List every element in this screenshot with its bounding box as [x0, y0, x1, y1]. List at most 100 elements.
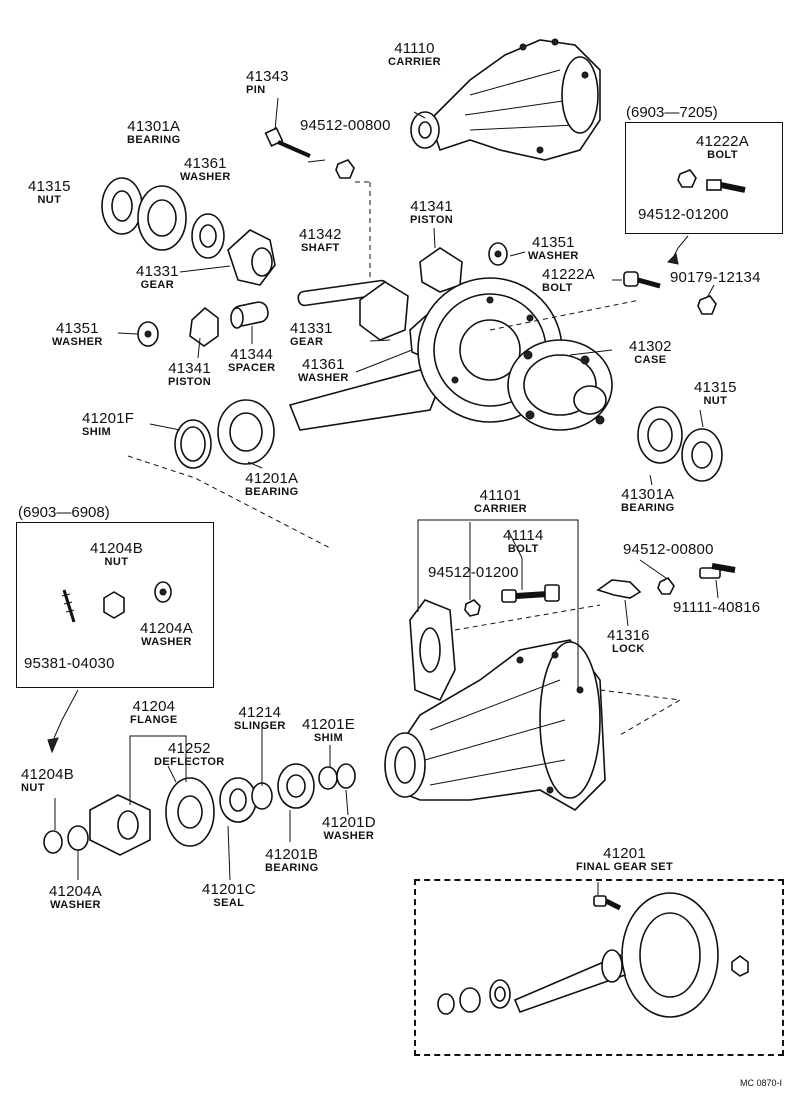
part-name: BOLT: [542, 282, 573, 294]
part-number: 41361: [301, 356, 345, 373]
ring-gear-case-illustration: [288, 277, 613, 431]
part-number: 41201A: [245, 470, 299, 487]
part-number: 41204A: [140, 620, 193, 637]
part-number: 41110: [394, 40, 435, 57]
part-name: BEARING: [245, 486, 299, 498]
part-name: NUT: [21, 782, 45, 794]
part-name: CARRIER: [474, 503, 527, 515]
part-name: NUT: [703, 395, 728, 407]
label-94512-01200b: 94512-01200: [428, 565, 519, 580]
part-number: 41204: [132, 698, 176, 715]
part-name: NUT: [104, 556, 129, 568]
bolt-41222A-illustration: [623, 271, 717, 315]
part-number: 41342: [299, 226, 342, 243]
part-number: 41222A: [542, 266, 595, 283]
part-name: WASHER: [528, 250, 579, 262]
pin-41343-illustration: [264, 127, 311, 158]
part-name: PIN: [246, 84, 266, 96]
part-number: 41201D: [322, 814, 376, 831]
box-right-title: (6903—7205): [626, 104, 718, 121]
part-number: 41204B: [21, 766, 74, 783]
bearing-41301A-right-illustration: [637, 406, 723, 482]
leader-lines: [117, 97, 715, 736]
part-name: WASHER: [298, 372, 349, 384]
part-number: 94512-01200: [638, 206, 729, 223]
part-name: SHIM: [313, 732, 344, 744]
part-name: BEARING: [265, 862, 319, 874]
part-name: FLANGE: [130, 714, 178, 726]
part-number: 41301A: [621, 486, 675, 503]
part-number: 41351: [531, 234, 575, 251]
part-number: 41315: [694, 379, 737, 396]
part-number: 90179-12134: [670, 269, 761, 286]
part-number: 41252: [167, 740, 211, 757]
part-number: 41341: [168, 360, 211, 377]
part-name: SLINGER: [234, 720, 286, 732]
part-number: 41101: [479, 487, 522, 504]
label-95381-04030: 95381-04030: [24, 656, 115, 671]
part-number: 41331: [290, 320, 333, 337]
part-name: PISTON: [410, 214, 454, 226]
part-number: 41201C: [202, 881, 256, 898]
part-name: SPACER: [228, 362, 276, 374]
part-number: 91111-40816: [673, 599, 761, 616]
part-number: 41351: [55, 320, 99, 337]
left-small-parts-illustration: [137, 301, 269, 347]
box-right-parts: [666, 169, 746, 265]
part-number: 41204A: [49, 883, 102, 900]
part-name: NUT: [37, 194, 62, 206]
part-number: 94512-00800: [623, 541, 714, 558]
part-number: 41341: [410, 198, 453, 215]
carrier-41110-illustration: [410, 38, 601, 161]
part-number: 94512-01200: [428, 564, 519, 581]
part-name: BOLT: [507, 543, 539, 555]
part-name: SHAFT: [301, 242, 340, 254]
part-number: 94512-00800: [300, 117, 391, 134]
part-number: 41315: [28, 178, 71, 195]
part-name: FINAL GEAR SET: [576, 861, 674, 873]
part-number: 41301A: [127, 118, 181, 135]
label-94512-00800a: 94512-00800: [300, 118, 391, 133]
box-left: [16, 522, 214, 688]
part-name: GEAR: [140, 279, 175, 291]
part-name: BEARING: [127, 134, 181, 146]
part-name: WASHER: [323, 830, 375, 842]
part-number: 95381-04030: [24, 655, 115, 672]
part-number: 41316: [607, 627, 650, 644]
part-number: 41214: [238, 704, 282, 721]
final-gear-set-box: [414, 879, 784, 1056]
label-91111-40816: 91111-40816: [673, 600, 760, 615]
flange-row-illustration: [43, 728, 356, 881]
box-left-parts: [47, 581, 172, 754]
part-number: 41361: [183, 155, 227, 172]
box-right-washer-label: 94512-01200: [638, 207, 729, 222]
box-right: [625, 122, 783, 234]
footer-code: MC 0870-I: [740, 1078, 783, 1088]
